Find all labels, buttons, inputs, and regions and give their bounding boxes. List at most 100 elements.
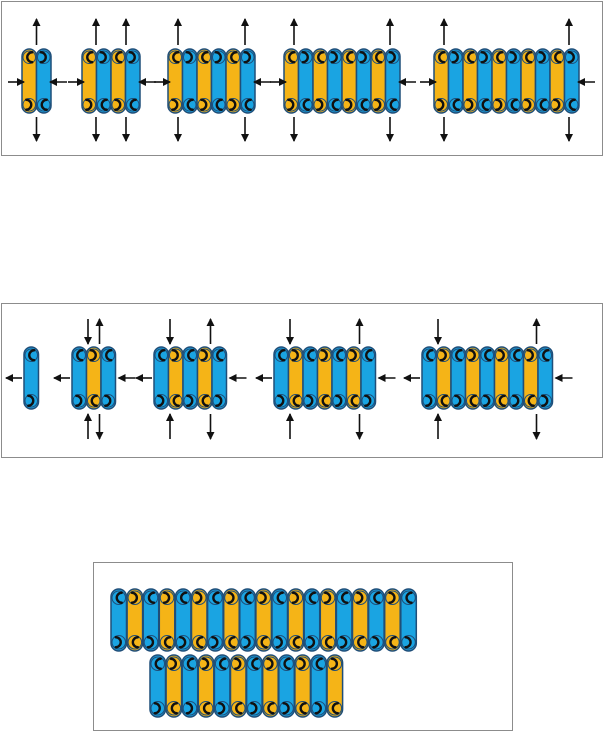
unit-pill (341, 48, 358, 114)
hook-icon (299, 702, 307, 715)
hook-icon (567, 51, 575, 64)
hook-icon (541, 394, 549, 407)
unit-pill (196, 48, 213, 114)
hook-icon (317, 51, 325, 64)
unit-pill (239, 48, 256, 114)
hook-icon (542, 349, 550, 362)
unit-pill (302, 346, 319, 410)
hook-icon (260, 636, 268, 649)
hook-icon (185, 51, 193, 64)
hook-icon (287, 98, 295, 111)
hook-icon (455, 349, 463, 362)
unit-pill (563, 48, 580, 114)
unit-pill (287, 346, 304, 410)
hook-icon (214, 51, 222, 64)
hook-icon (553, 98, 561, 111)
hook-icon (330, 657, 338, 670)
hook-icon (76, 349, 84, 362)
hook-icon (365, 349, 373, 362)
hook-icon (525, 51, 533, 64)
unit-pill (167, 346, 184, 410)
unit-pill (447, 48, 464, 114)
panel-middle (1, 303, 603, 458)
hook-icon (483, 394, 491, 407)
hook-icon (185, 702, 194, 715)
unit-pill (326, 48, 343, 114)
hook-icon (440, 394, 448, 407)
hook-icon (330, 51, 338, 64)
unit-pill (384, 48, 401, 114)
unit-pill (319, 588, 337, 652)
unit-pill (165, 654, 183, 718)
hook-icon (374, 98, 382, 111)
hook-icon (524, 98, 532, 111)
unit-pill (100, 346, 117, 410)
hook-icon (466, 98, 474, 111)
unit-pill (520, 48, 537, 114)
hook-icon (509, 51, 517, 64)
hook-icon (302, 98, 310, 111)
unit-pill (508, 346, 525, 410)
hook-icon (219, 657, 227, 670)
hook-icon (373, 591, 381, 604)
hook-icon (277, 394, 285, 407)
hook-icon (114, 636, 122, 649)
hook-icon (75, 394, 83, 407)
unit-pill (335, 588, 353, 652)
hook-icon (276, 591, 284, 604)
hook-icon (200, 98, 208, 111)
unit-pill (149, 654, 167, 718)
unit-pill (310, 654, 328, 718)
hook-icon (201, 394, 209, 407)
unit-pill (367, 588, 385, 652)
hook-icon (215, 98, 223, 111)
hook-icon (172, 51, 180, 64)
hook-icon (283, 657, 291, 670)
unit-pill (229, 654, 247, 718)
unit-pill (355, 48, 372, 114)
hook-icon (282, 702, 290, 715)
unit-pill (400, 588, 418, 652)
hook-icon (360, 98, 368, 111)
assembly-diagram-top (8, 18, 595, 142)
hook-icon (195, 591, 203, 604)
hook-icon (266, 657, 274, 670)
hook-icon (495, 98, 503, 111)
unit-pill (273, 346, 290, 410)
hook-icon (341, 591, 349, 604)
hook-icon (89, 349, 97, 362)
unit-pill (182, 346, 199, 410)
unit-pill (360, 346, 377, 410)
hook-icon (388, 591, 396, 604)
hook-icon (129, 98, 137, 111)
hook-icon (130, 591, 138, 604)
unit-pill (370, 48, 387, 114)
hook-icon (364, 394, 372, 407)
unit-pill (71, 346, 88, 410)
hook-icon (336, 349, 344, 362)
unit-pill (491, 48, 508, 114)
hook-icon (349, 349, 357, 362)
unit-pill (110, 48, 127, 114)
hook-icon (288, 51, 296, 64)
hook-icon (131, 636, 140, 649)
hook-icon (339, 636, 348, 649)
hook-icon (307, 636, 316, 649)
hook-icon (178, 636, 187, 649)
hook-icon (228, 636, 236, 649)
hook-icon (202, 702, 211, 715)
hook-icon (200, 349, 208, 362)
hook-icon (526, 349, 534, 362)
unit-pill (278, 654, 296, 718)
unit-pill (196, 346, 213, 410)
unit-pill (297, 48, 314, 114)
hook-icon (356, 591, 364, 604)
hook-icon (510, 98, 518, 111)
hook-icon (244, 591, 252, 604)
unit-pill (153, 346, 170, 410)
unit-pill (303, 588, 321, 652)
unit-pill (206, 588, 224, 652)
hook-icon (301, 51, 309, 64)
hook-icon (243, 636, 251, 649)
unit-pill (210, 48, 227, 114)
